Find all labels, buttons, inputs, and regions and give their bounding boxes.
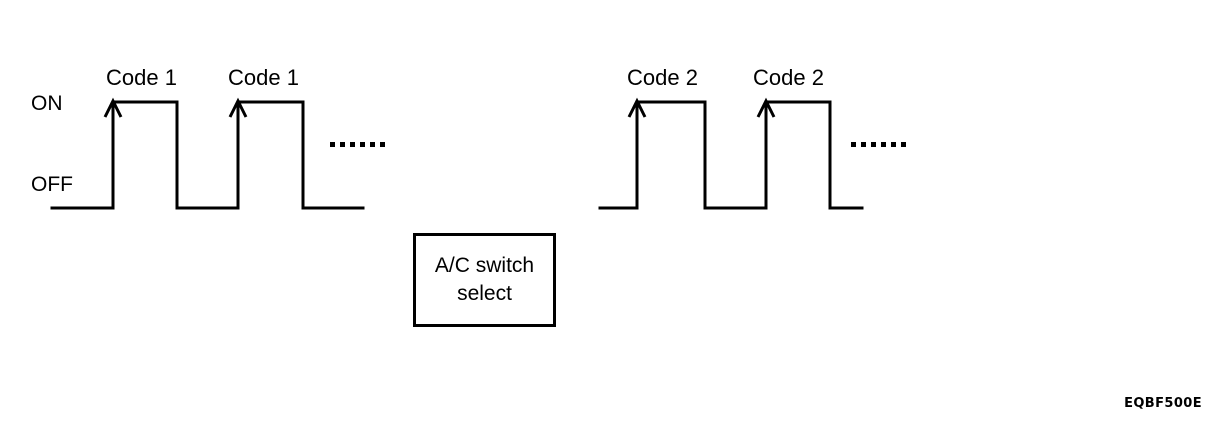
pulse-label-code-2-b: Code 2	[753, 65, 824, 90]
rising-edge-arrow-code-1-a	[103, 97, 123, 131]
axis-label-on: ON	[31, 92, 63, 115]
ac-switch-select-line-1: A/C switch	[434, 253, 535, 277]
axis-label-off: OFF	[31, 173, 73, 196]
pulse-label-code-1-b: Code 1	[228, 65, 299, 90]
waveform-code-1	[50, 100, 365, 210]
ellipsis-dots-code-1	[330, 142, 385, 147]
rising-edge-arrow-code-2-a	[627, 97, 647, 131]
rising-edge-arrow-code-1-b	[228, 97, 248, 131]
ac-switch-select-box: A/C switch select	[413, 233, 556, 327]
pulse-label-code-1-a: Code 1	[106, 65, 177, 90]
ac-switch-select-line-2: select	[457, 282, 512, 305]
pulse-label-code-2-a: Code 2	[627, 65, 698, 90]
rising-edge-arrow-code-2-b	[756, 97, 776, 131]
figure-id-code: EQBF500E	[1124, 396, 1202, 411]
waveform-code-2	[598, 100, 864, 210]
ellipsis-dots-code-2	[851, 142, 906, 147]
